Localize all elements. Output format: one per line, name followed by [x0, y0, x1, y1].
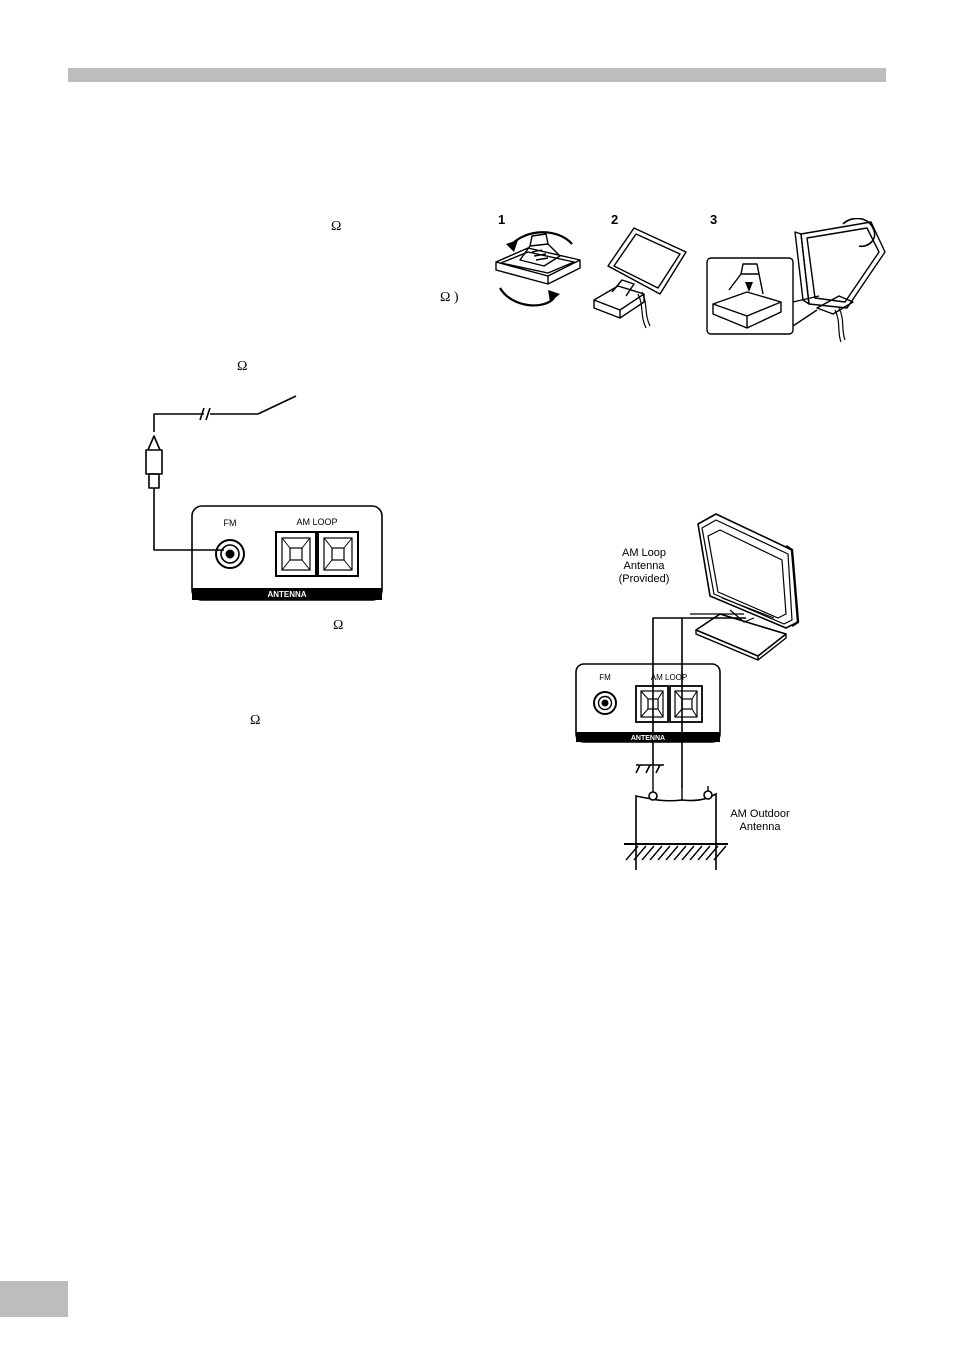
omega-mark: Ω: [333, 618, 344, 633]
am-outdoor-antenna-diagram: AM Loop Antenna (Provided) FM AM LOOP AN…: [575, 513, 800, 870]
loop-antenna-label-line1: AM Loop: [622, 547, 666, 559]
outdoor-antenna-label-line1: AM Outdoor: [730, 808, 790, 820]
fm-antenna-connection-diagram: FM AM LOOP ANTENNA: [145, 395, 383, 601]
am-loop-terminal-label: AM LOOP: [296, 517, 337, 527]
fm-jack-label: FM: [599, 673, 611, 682]
omega-mark: Ω: [331, 219, 342, 234]
page-tab: [0, 1281, 68, 1317]
omega-mark: Ω ): [440, 290, 459, 305]
antenna-panel-label: ANTENNA: [631, 735, 665, 742]
loop-stand-step3-illustration: [706, 218, 886, 342]
step-number: 3: [710, 212, 718, 227]
loop-stand-step2-illustration: [593, 227, 687, 329]
omega-mark: Ω: [237, 359, 248, 374]
outdoor-antenna-label-line2: Antenna: [740, 821, 782, 833]
am-loop-terminal-label: AM LOOP: [651, 673, 687, 682]
step-number: 1: [498, 212, 506, 227]
antenna-panel-label: ANTENNA: [267, 590, 306, 599]
loop-antenna-label-line3: (Provided): [619, 573, 670, 585]
loop-stand-step1-illustration: [495, 231, 581, 307]
header-bar: [68, 68, 886, 82]
omega-mark: Ω: [250, 713, 261, 728]
step-number: 2: [611, 212, 619, 227]
fm-jack-label: FM: [224, 518, 237, 528]
loop-antenna-label-line2: Antenna: [624, 560, 666, 572]
